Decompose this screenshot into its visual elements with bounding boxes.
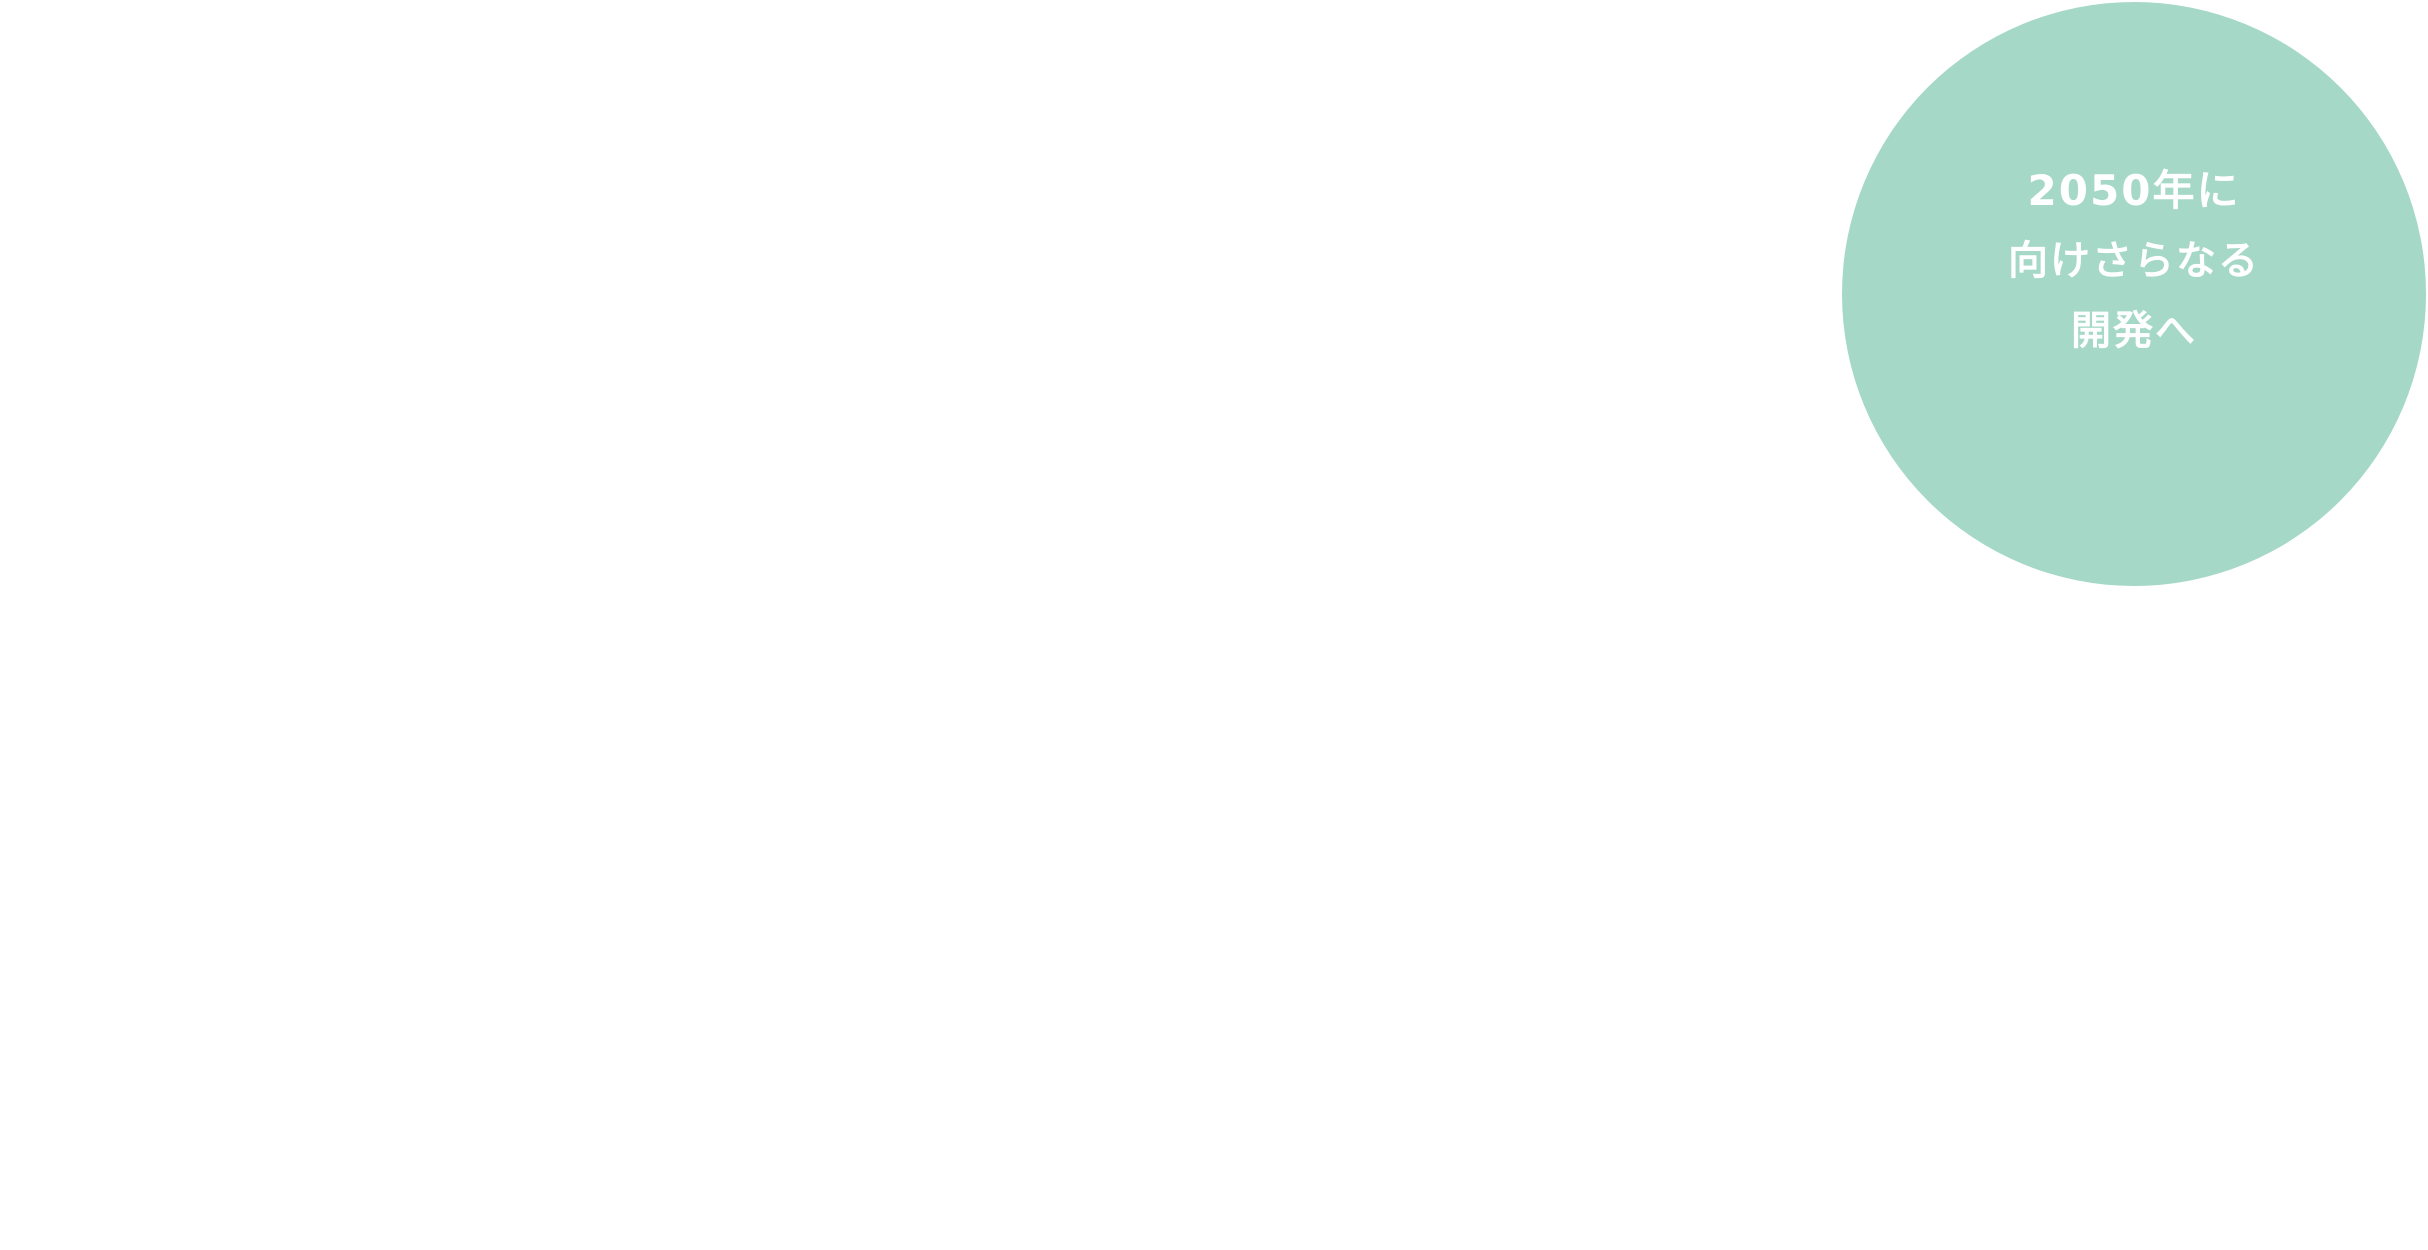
badge-line-1: 2050年に — [2027, 166, 2241, 215]
badge-line-3: 開発へ — [2071, 308, 2197, 354]
badge-line-2: 向けさらなる — [2008, 238, 2260, 284]
goal-badge-text: 2050年に 向けさらなる 開発へ — [1842, 156, 2426, 366]
goal-badge-circle: 2050年に 向けさらなる 開発へ — [1842, 2, 2426, 586]
